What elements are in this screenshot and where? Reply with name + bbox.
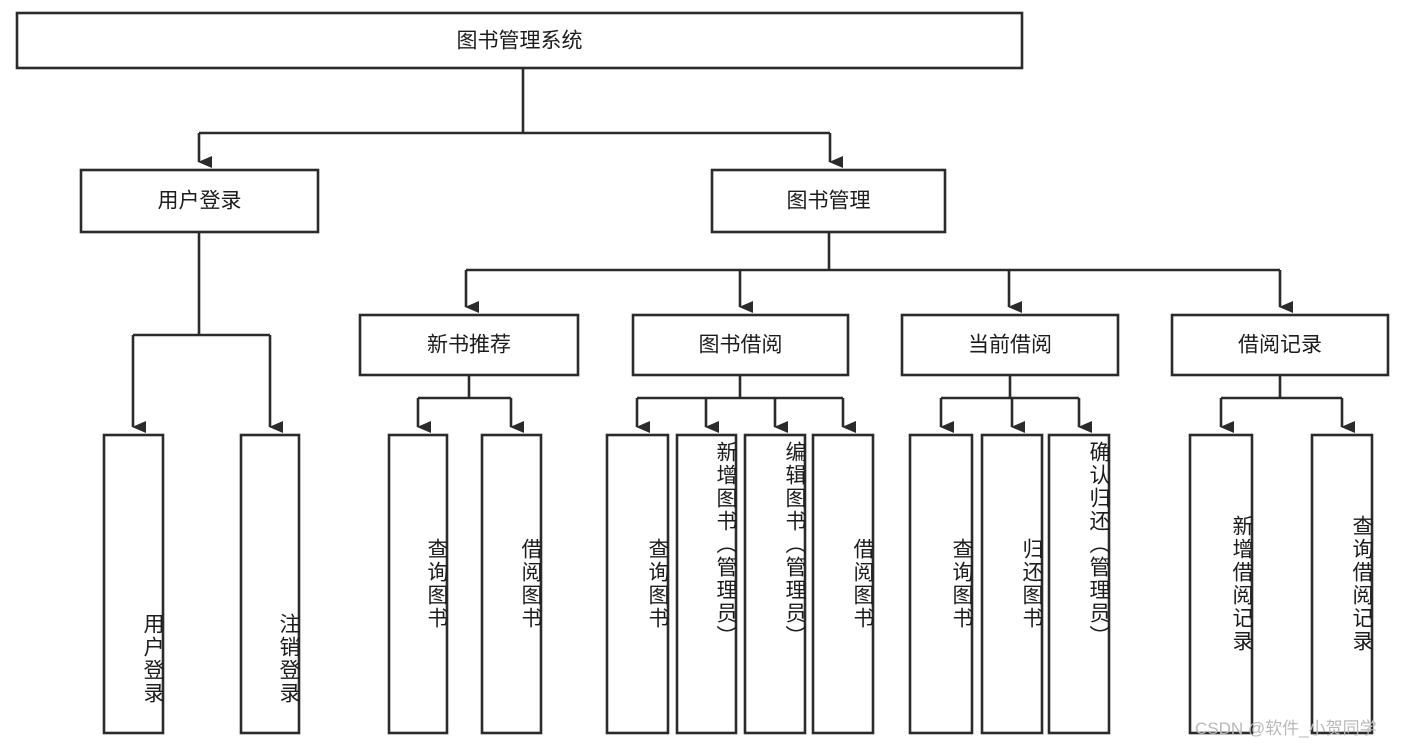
- leaf-box-query-books-2[interactable]: [605, 433, 670, 735]
- node-borrow-records[interactable]: 借阅记录: [1170, 313, 1390, 377]
- node-current-borrow-box[interactable]: [900, 313, 1120, 377]
- leaf-box-query-borrow-record[interactable]: [1310, 433, 1374, 735]
- leaf-box-confirm-return[interactable]: [1047, 433, 1111, 735]
- leaf-box-logout[interactable]: [239, 433, 301, 735]
- node-borrow-records-label: 借阅记录: [1238, 334, 1322, 357]
- node-book-borrow-label: 图书借阅: [699, 334, 783, 357]
- leaf-box-query-books-1[interactable]: [387, 433, 449, 735]
- csdn-watermark: CSDN @软件_小贺同学: [1195, 719, 1377, 738]
- node-root-label: 图书管理系统: [457, 30, 583, 53]
- connector-newbook-to-leaves: [416, 375, 524, 433]
- connector-bookborrow-to-leaves: [635, 375, 856, 433]
- node-book-borrow[interactable]: 图书借阅: [631, 313, 850, 377]
- node-user-login-box[interactable]: [79, 168, 320, 234]
- leaf-box-edit-book-admin[interactable]: [743, 433, 807, 735]
- node-new-book-recommend-label: 新书推荐: [427, 334, 511, 357]
- leaf-boxes: [102, 433, 1374, 735]
- leaf-box-borrow-books-1[interactable]: [480, 433, 543, 735]
- connector-currentborrow-to-leaves: [939, 375, 1092, 433]
- leaf-box-user-login[interactable]: [102, 433, 165, 735]
- node-user-login[interactable]: 用户登录: [79, 168, 320, 234]
- connector-bookmgmt-to-level2: [464, 232, 1293, 313]
- node-new-book-recommend[interactable]: 新书推荐: [358, 313, 580, 377]
- node-root[interactable]: 图书管理系统: [15, 11, 1024, 70]
- node-book-management[interactable]: 图书管理: [710, 168, 947, 234]
- node-current-borrow[interactable]: 当前借阅: [900, 313, 1120, 377]
- connector-userlogin-to-leaves: [131, 232, 283, 433]
- leaf-box-add-borrow-record[interactable]: [1188, 433, 1254, 735]
- connector-borrowrecords-to-leaves: [1219, 375, 1355, 433]
- leaf-box-return-books[interactable]: [980, 433, 1044, 735]
- node-current-borrow-label: 当前借阅: [968, 334, 1052, 357]
- node-new-book-recommend-box[interactable]: [358, 313, 580, 377]
- leaf-box-borrow-books-2[interactable]: [811, 433, 875, 735]
- leaf-box-add-book-admin[interactable]: [675, 433, 738, 735]
- node-root-box[interactable]: [15, 11, 1024, 70]
- connector-root-to-level1: [197, 68, 843, 168]
- leaf-box-query-books-3[interactable]: [908, 433, 974, 735]
- node-book-management-label: 图书管理: [787, 190, 871, 213]
- node-user-login-label: 用户登录: [158, 190, 242, 213]
